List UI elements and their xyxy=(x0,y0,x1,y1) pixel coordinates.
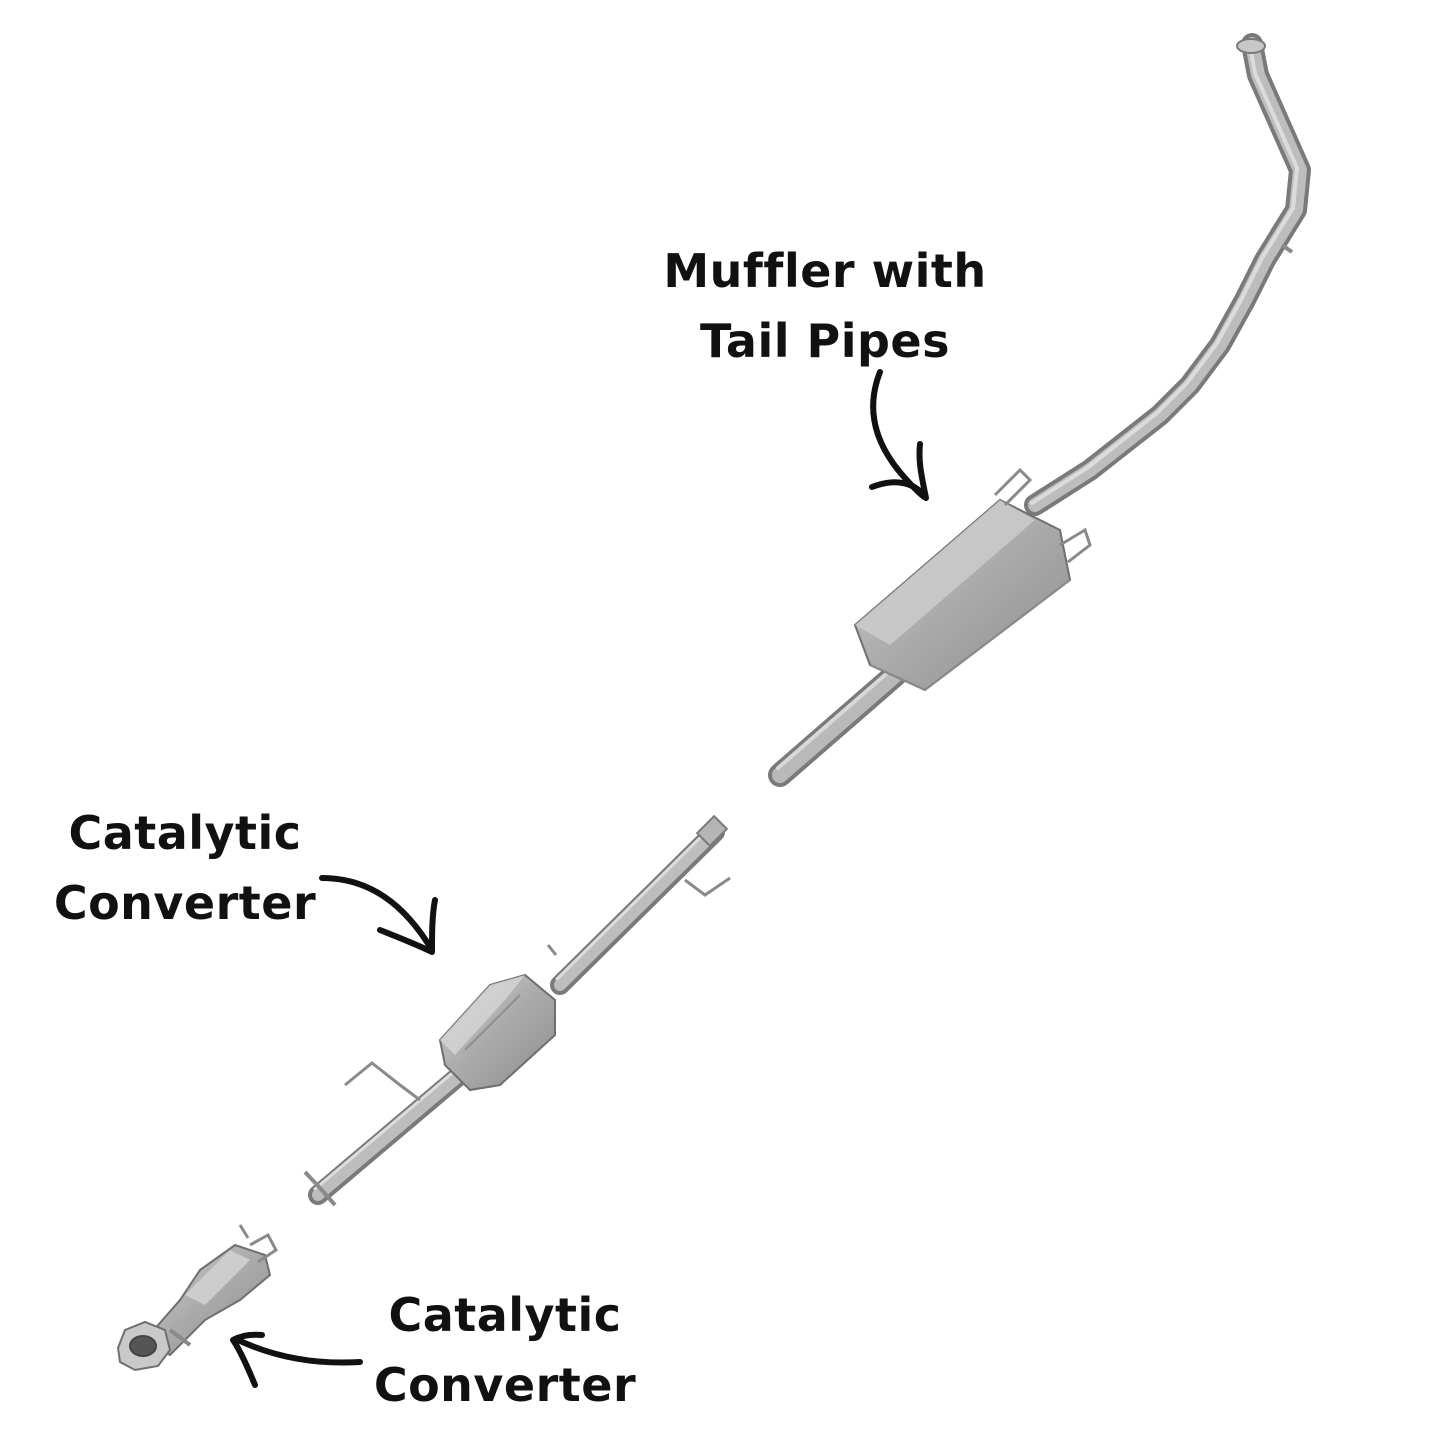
catalytic-converter-mid-label: Catalytic Converter xyxy=(30,798,340,938)
cat-mid-label-line2: Converter xyxy=(53,876,317,930)
muffler-label-line2: Tail Pipes xyxy=(699,314,951,368)
catalytic-converter-mid xyxy=(438,973,556,1092)
catalytic-converter-front xyxy=(116,1224,278,1372)
muffler-tailpipe-assembly xyxy=(768,33,1311,787)
curved-arrow-left-icon xyxy=(230,1331,363,1388)
mid-pipe-assembly xyxy=(303,814,731,1207)
muffler xyxy=(853,467,1092,692)
muffler-label: Muffler with Tail Pipes xyxy=(640,236,1010,376)
curved-arrow-down-icon xyxy=(869,369,929,501)
catalytic-converter-front-label: Catalytic Converter xyxy=(350,1280,660,1420)
cat-low-label-line1: Catalytic xyxy=(388,1288,622,1342)
tail-pipe-tip xyxy=(1236,38,1266,54)
cat-low-label-line2: Converter xyxy=(373,1358,637,1412)
muffler-label-line1: Muffler with xyxy=(663,244,987,298)
cat-mid-label-line1: Catalytic xyxy=(68,806,302,860)
curved-arrow-down-right-icon xyxy=(319,875,438,955)
